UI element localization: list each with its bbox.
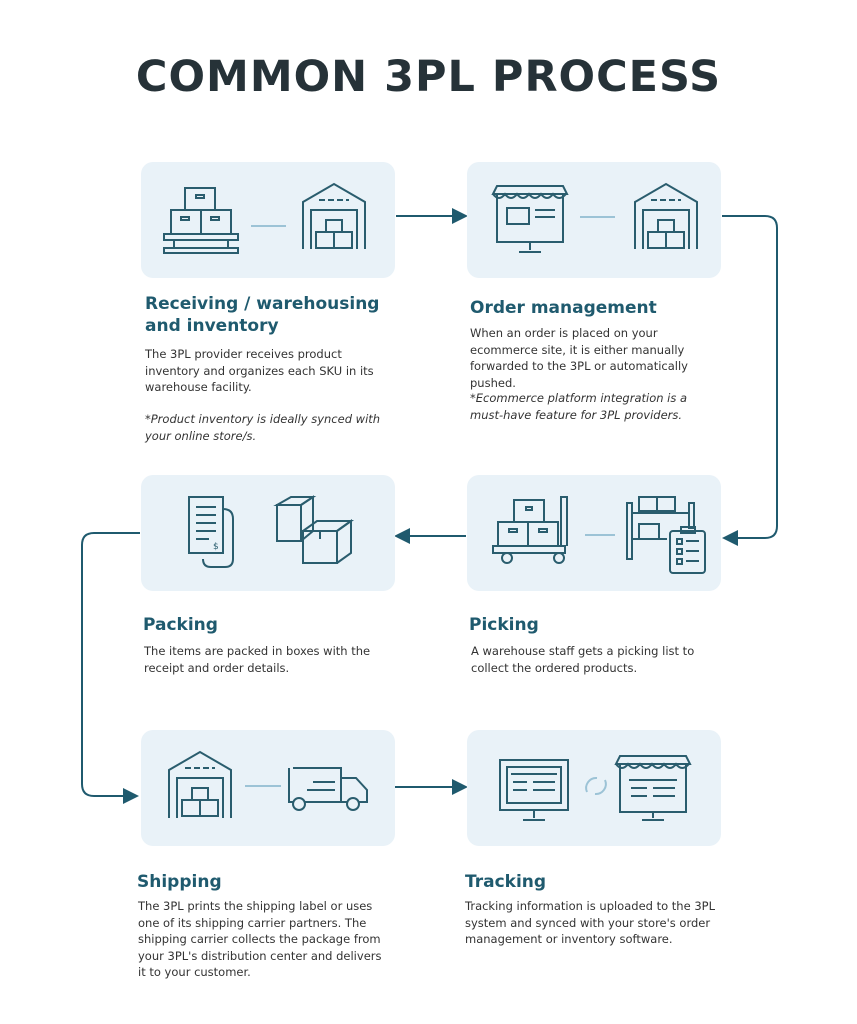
- svg-text:$: $: [213, 542, 219, 552]
- shelf-clipboard-icon: [626, 496, 706, 574]
- step-title-order-management: Order management: [470, 298, 657, 318]
- step-title-packing: Packing: [143, 615, 218, 635]
- truck-icon: [288, 767, 368, 811]
- step-desc-shipping: The 3PL prints the shipping label or use…: [138, 899, 382, 979]
- cart-boxes-icon: [492, 496, 568, 564]
- boxes-icon: [273, 495, 355, 564]
- arrow-packing-to-shipping: [81, 532, 140, 804]
- step-desc-order-management: When an order is placed on your ecommerc…: [470, 326, 688, 390]
- card-order-management: [467, 162, 721, 278]
- card-shipping: [141, 730, 395, 846]
- card-packing: $: [141, 475, 395, 591]
- storefront-monitor-icon: [614, 755, 692, 821]
- step-desc-picking: A warehouse staff gets a picking list to…: [471, 644, 695, 675]
- sync-icon: [585, 776, 607, 796]
- card-tracking: [467, 730, 721, 846]
- step-desc-packing: The items are packed in boxes with the r…: [144, 644, 371, 675]
- storefront-monitor-icon: [491, 185, 569, 253]
- monitor-icon: [499, 759, 569, 821]
- step-desc-receiving: The 3PL provider receives product invent…: [145, 347, 374, 394]
- warehouse-icon: [302, 182, 366, 249]
- step-title-tracking: Tracking: [465, 872, 547, 892]
- warehouse-icon: [634, 182, 698, 249]
- step-desc-tracking: Tracking information is uploaded to the …: [465, 899, 715, 946]
- warehouse-icon: [168, 750, 232, 818]
- page-title: COMMON 3PL PROCESS: [135, 52, 722, 102]
- step-title-picking: Picking: [469, 615, 539, 635]
- arrow-order-to-picking: [722, 215, 778, 546]
- card-picking: [467, 475, 721, 591]
- receipt-icon: $: [188, 496, 234, 568]
- step-note-order-management: *Ecommerce platform integration is a mus…: [470, 391, 688, 422]
- step-note-receiving: *Product inventory is ideally synced wit…: [145, 412, 381, 443]
- card-receiving: [141, 162, 395, 278]
- step-title-shipping: Shipping: [137, 872, 222, 892]
- pallet-boxes-icon: [163, 187, 239, 254]
